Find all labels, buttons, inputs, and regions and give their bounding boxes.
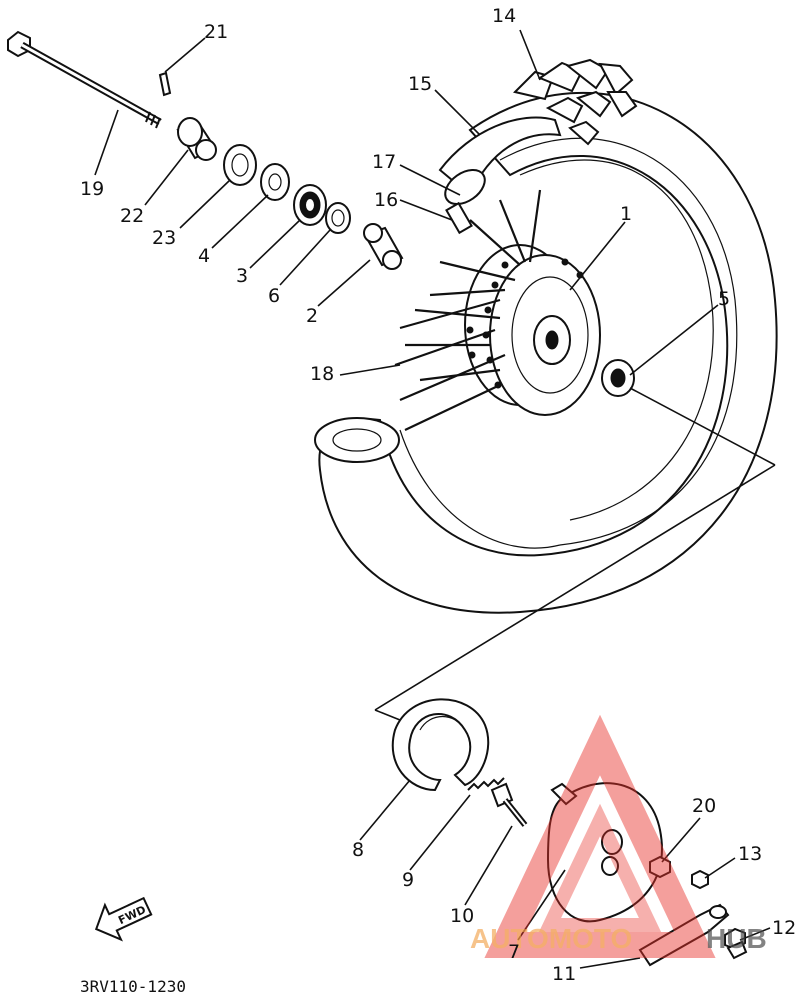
callout-11: 11 [552, 963, 576, 985]
camshaft-lever [638, 903, 730, 967]
cotter-pin [158, 71, 172, 97]
callout-10: 10 [450, 905, 474, 927]
brake-shoe [391, 698, 490, 792]
callout-3: 3 [236, 265, 248, 287]
watermark-logo: AUTOMOTO HUB [470, 714, 767, 958]
callout-8: 8 [352, 839, 364, 861]
callout-5: 5 [718, 288, 730, 310]
callout-12: 12 [772, 917, 796, 939]
callout-18: 18 [310, 363, 334, 385]
leader-lines [94, 29, 771, 969]
tire [318, 58, 778, 614]
spring [467, 777, 505, 791]
bearing [293, 184, 327, 226]
callout-17: 17 [372, 151, 396, 173]
axle-thread [145, 111, 161, 129]
callout-labels: 14 15 21 17 16 1 5 18 19 22 23 4 3 6 2 8… [80, 5, 796, 985]
callout-16: 16 [374, 189, 398, 211]
oil-seal [223, 144, 257, 186]
callout-9: 9 [402, 869, 414, 891]
callout-4: 4 [198, 245, 210, 267]
callout-15: 15 [408, 73, 432, 95]
callout-20: 20 [692, 795, 716, 817]
callout-14: 14 [492, 5, 516, 27]
watermark-text-right: HUB [706, 923, 767, 954]
spokes [394, 189, 542, 431]
oil-seal-inner [325, 202, 351, 234]
inner-tube [438, 116, 562, 235]
callout-7: 7 [508, 941, 520, 963]
diagram-code: 3RV110-1230 [80, 977, 186, 996]
callout-13: 13 [738, 843, 762, 865]
callout-2: 2 [306, 305, 318, 327]
collar [176, 117, 217, 161]
assembly-lines [374, 387, 776, 721]
spacer-tube [363, 223, 404, 270]
watermark-triangle-icon [484, 714, 716, 958]
bolt [724, 927, 748, 960]
nut [649, 855, 671, 879]
callout-19: 19 [80, 178, 104, 200]
callout-1: 1 [620, 203, 632, 225]
callout-21: 21 [204, 21, 228, 43]
brake-shoe-plate [546, 782, 663, 923]
callout-6: 6 [268, 285, 280, 307]
wheel-hub [464, 244, 601, 416]
watermark-text-left: AUTOMOTO [470, 923, 632, 954]
nut-small [691, 869, 709, 890]
tire-section [314, 417, 400, 463]
camshaft [490, 782, 528, 827]
axle [7, 30, 162, 129]
callout-23: 23 [152, 227, 176, 249]
callout-22: 22 [120, 205, 144, 227]
tire-tread [513, 58, 638, 146]
hub-seal [601, 359, 635, 397]
fwd-arrow-icon: FWD [94, 896, 153, 942]
spacer [260, 163, 290, 201]
